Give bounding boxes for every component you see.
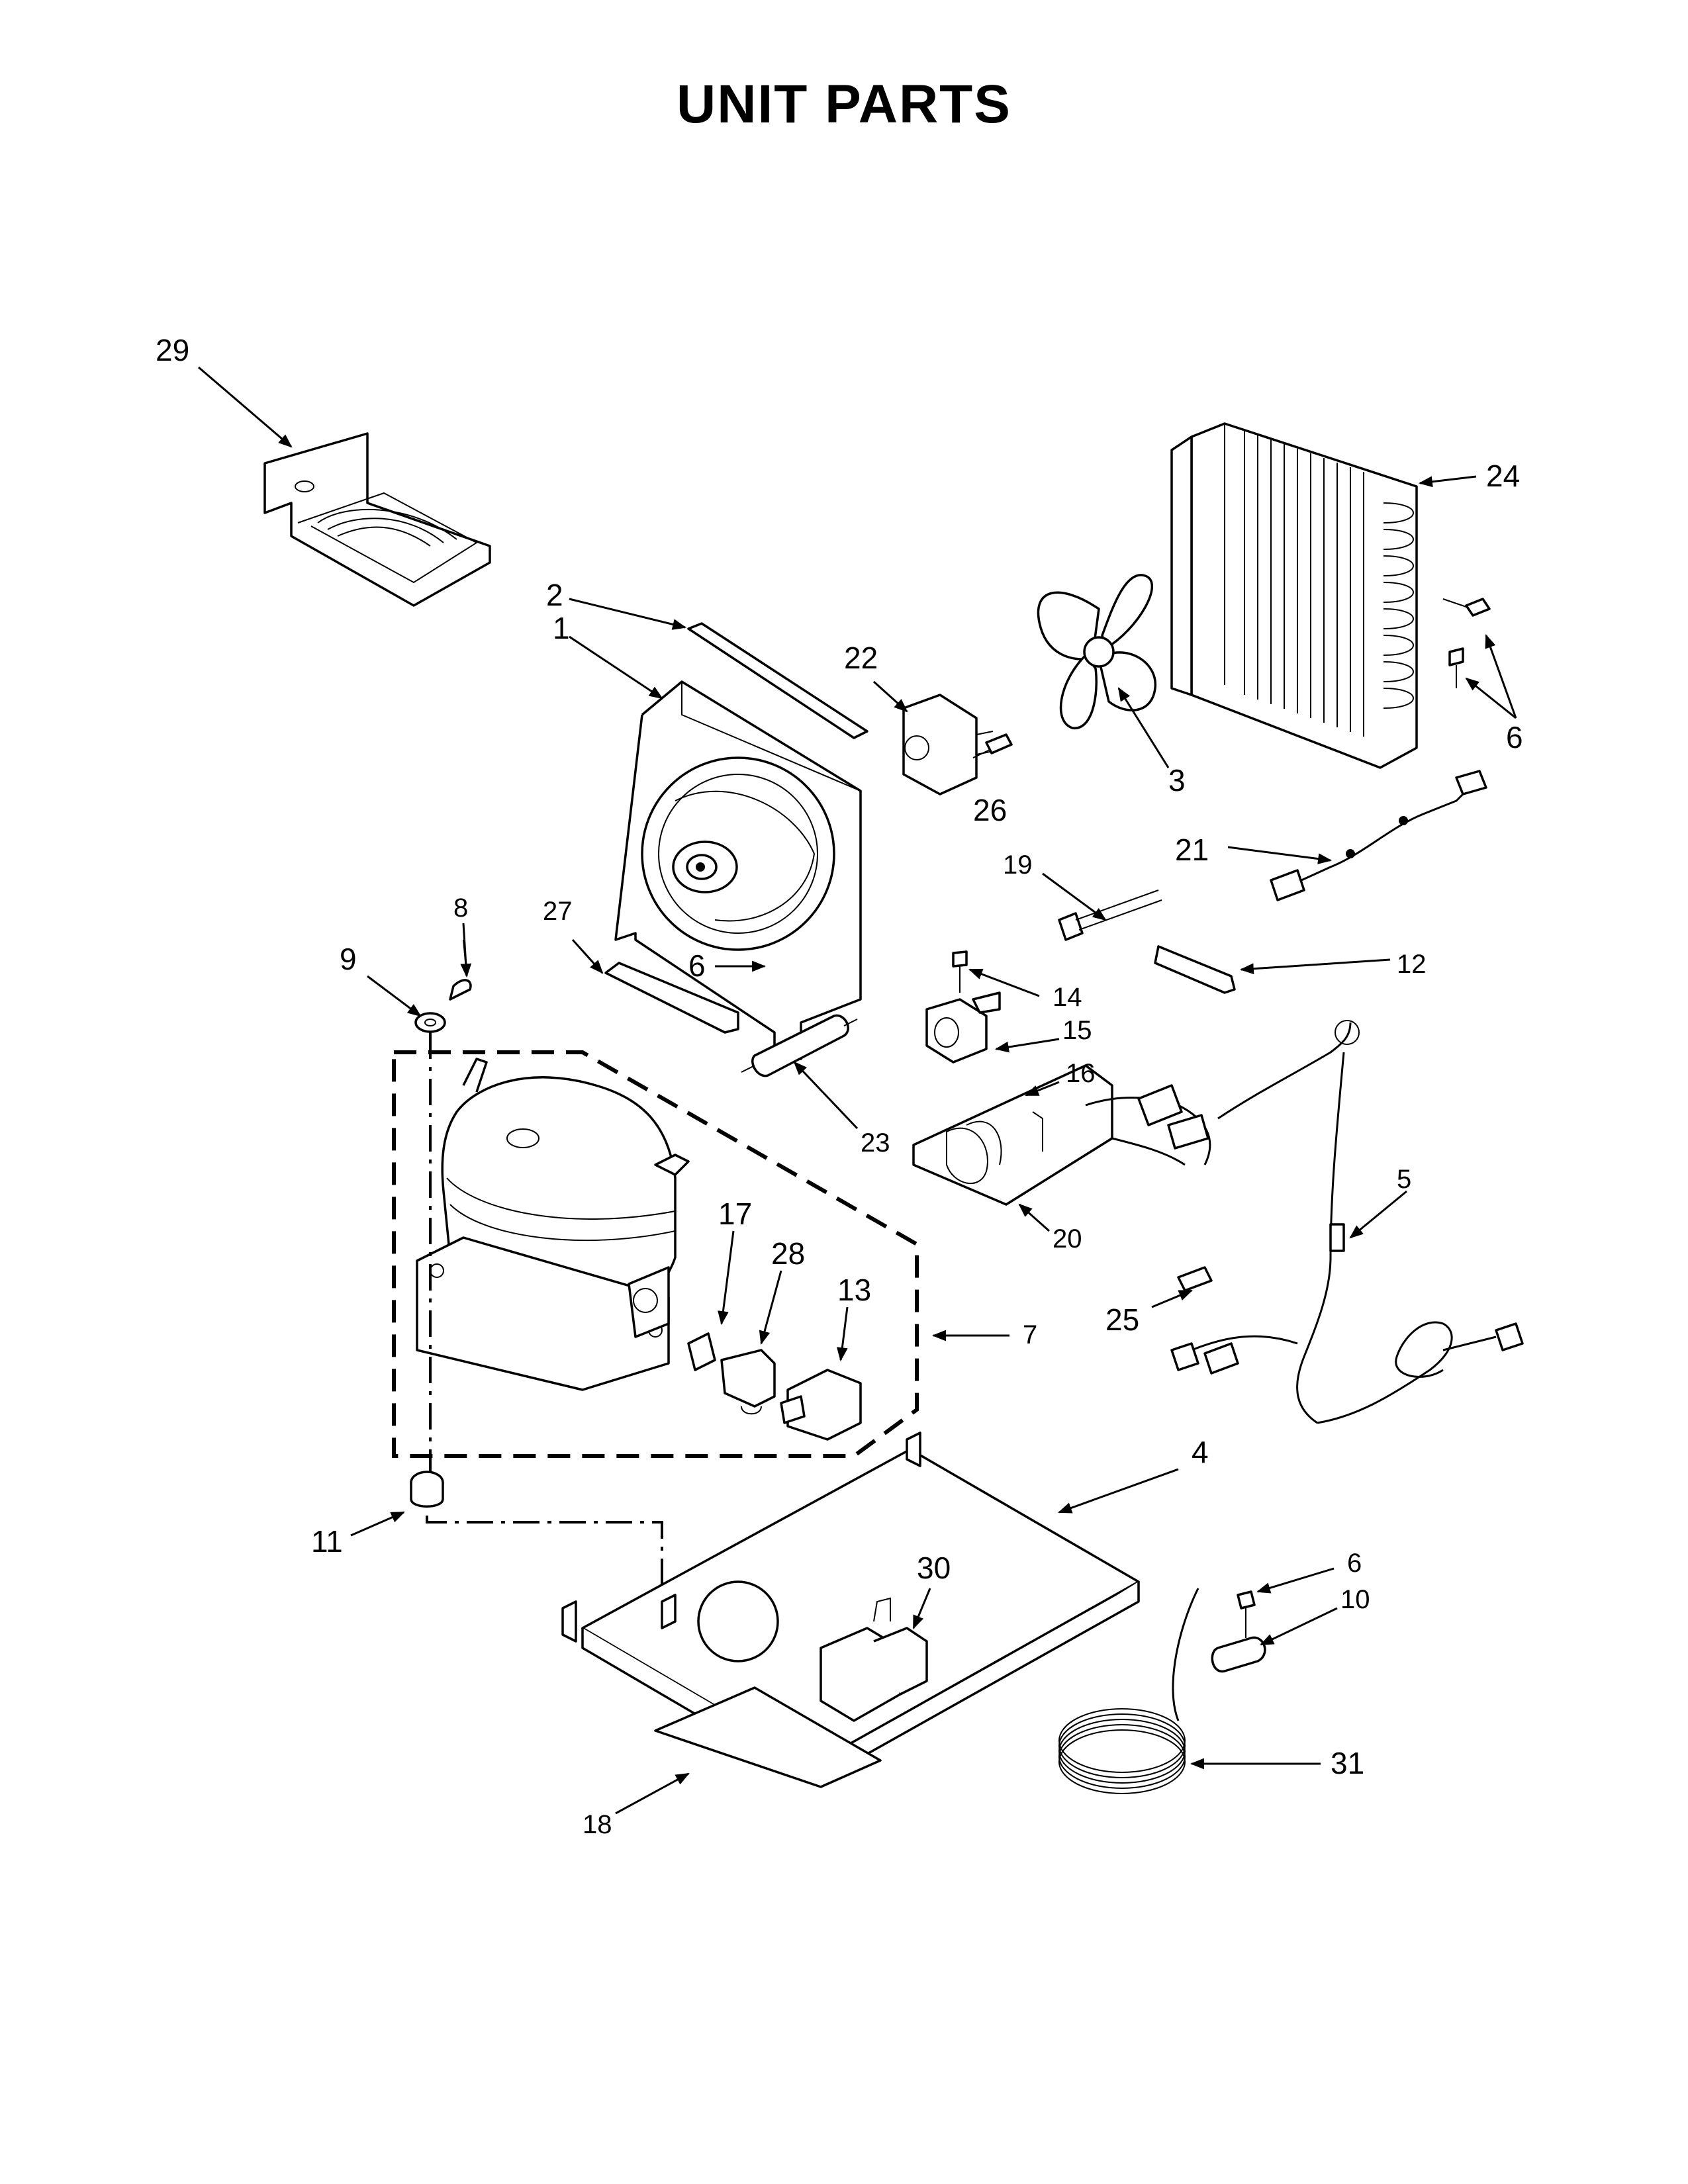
page-title: UNIT PARTS bbox=[677, 74, 1011, 134]
grommet-11-part bbox=[410, 1471, 444, 1508]
callout-13: 13 bbox=[837, 1273, 871, 1307]
relay-cover-part bbox=[687, 1332, 716, 1371]
clip-25-part bbox=[1177, 1266, 1213, 1292]
callout-11: 11 bbox=[311, 1524, 343, 1559]
tubing-coil-part bbox=[1058, 1588, 1199, 1794]
grommet-9-part bbox=[414, 1012, 446, 1033]
callout-5: 5 bbox=[1397, 1165, 1411, 1194]
cable-tie-part bbox=[1058, 889, 1162, 941]
callout-1: 1 bbox=[553, 611, 570, 645]
callout-16: 16 bbox=[1066, 1059, 1096, 1088]
screw-26-part bbox=[972, 733, 1013, 758]
callout-4: 4 bbox=[1192, 1435, 1209, 1469]
overload-part bbox=[720, 1349, 776, 1415]
harness-21-part bbox=[1270, 770, 1487, 901]
screw-14-part bbox=[952, 950, 968, 993]
relay-part bbox=[780, 1369, 862, 1441]
callout-29: 29 bbox=[156, 333, 189, 367]
screw-6-coil-part bbox=[1442, 598, 1491, 688]
condenser-coil-part bbox=[1170, 422, 1418, 769]
callout-20: 20 bbox=[1053, 1224, 1082, 1253]
wire-harness-part bbox=[1085, 1022, 1352, 1166]
callout-28: 28 bbox=[771, 1236, 805, 1271]
tube-12-part bbox=[1154, 945, 1236, 994]
callout-6-shroud: 6 bbox=[688, 948, 706, 983]
bracket-part bbox=[604, 962, 739, 1034]
callout-15: 15 bbox=[1062, 1016, 1092, 1045]
foam-pad-part bbox=[654, 1686, 882, 1788]
leader-lines bbox=[198, 366, 1517, 1815]
callout-22: 22 bbox=[844, 641, 878, 675]
clamp-10-part bbox=[1211, 1636, 1266, 1673]
fan-shroud-part bbox=[614, 680, 862, 1064]
callout-9: 9 bbox=[340, 942, 357, 976]
power-cord-part bbox=[1170, 1020, 1524, 1424]
callout-23: 23 bbox=[861, 1128, 890, 1158]
callout-18: 18 bbox=[583, 1810, 612, 1839]
callout-6-coil: 6 bbox=[1506, 720, 1523, 754]
screw-6-clamp-part bbox=[1237, 1590, 1256, 1638]
callout-25: 25 bbox=[1105, 1302, 1139, 1337]
valve-coil-part bbox=[925, 991, 1001, 1064]
clip-8-part bbox=[449, 939, 472, 1001]
callout-26: 26 bbox=[973, 793, 1007, 827]
callout-19: 19 bbox=[1003, 850, 1033, 880]
callout-17: 17 bbox=[718, 1197, 752, 1231]
callout-24: 24 bbox=[1486, 459, 1520, 493]
callout-3: 3 bbox=[1168, 763, 1186, 797]
callout-6-clamp: 6 bbox=[1347, 1549, 1362, 1578]
callout-31: 31 bbox=[1331, 1746, 1364, 1780]
drain-pan-part bbox=[263, 432, 491, 607]
callout-10: 10 bbox=[1340, 1585, 1370, 1614]
compressor-group-outline bbox=[392, 1050, 919, 1458]
compressor-part bbox=[416, 1058, 690, 1391]
drier-part bbox=[741, 1014, 858, 1077]
callout-2: 2 bbox=[546, 578, 563, 612]
callout-7: 7 bbox=[1023, 1320, 1037, 1349]
fan-blade-part bbox=[1037, 574, 1156, 729]
callout-21: 21 bbox=[1175, 833, 1209, 867]
callout-12: 12 bbox=[1397, 950, 1427, 979]
callout-27: 27 bbox=[543, 897, 573, 926]
callout-14: 14 bbox=[1053, 983, 1082, 1012]
fan-motor-part bbox=[902, 694, 994, 796]
gasket-strip-part bbox=[687, 622, 868, 739]
callout-8: 8 bbox=[453, 893, 468, 923]
callout-30: 30 bbox=[917, 1551, 951, 1585]
callout-labels: 29 2 1 22 26 3 24 6 21 19 12 27 8 9 6 14… bbox=[156, 333, 1523, 1839]
water-valve-part bbox=[873, 1597, 891, 1622]
base-plate-part bbox=[561, 1432, 1140, 1785]
alignment-lines bbox=[426, 1032, 663, 1615]
